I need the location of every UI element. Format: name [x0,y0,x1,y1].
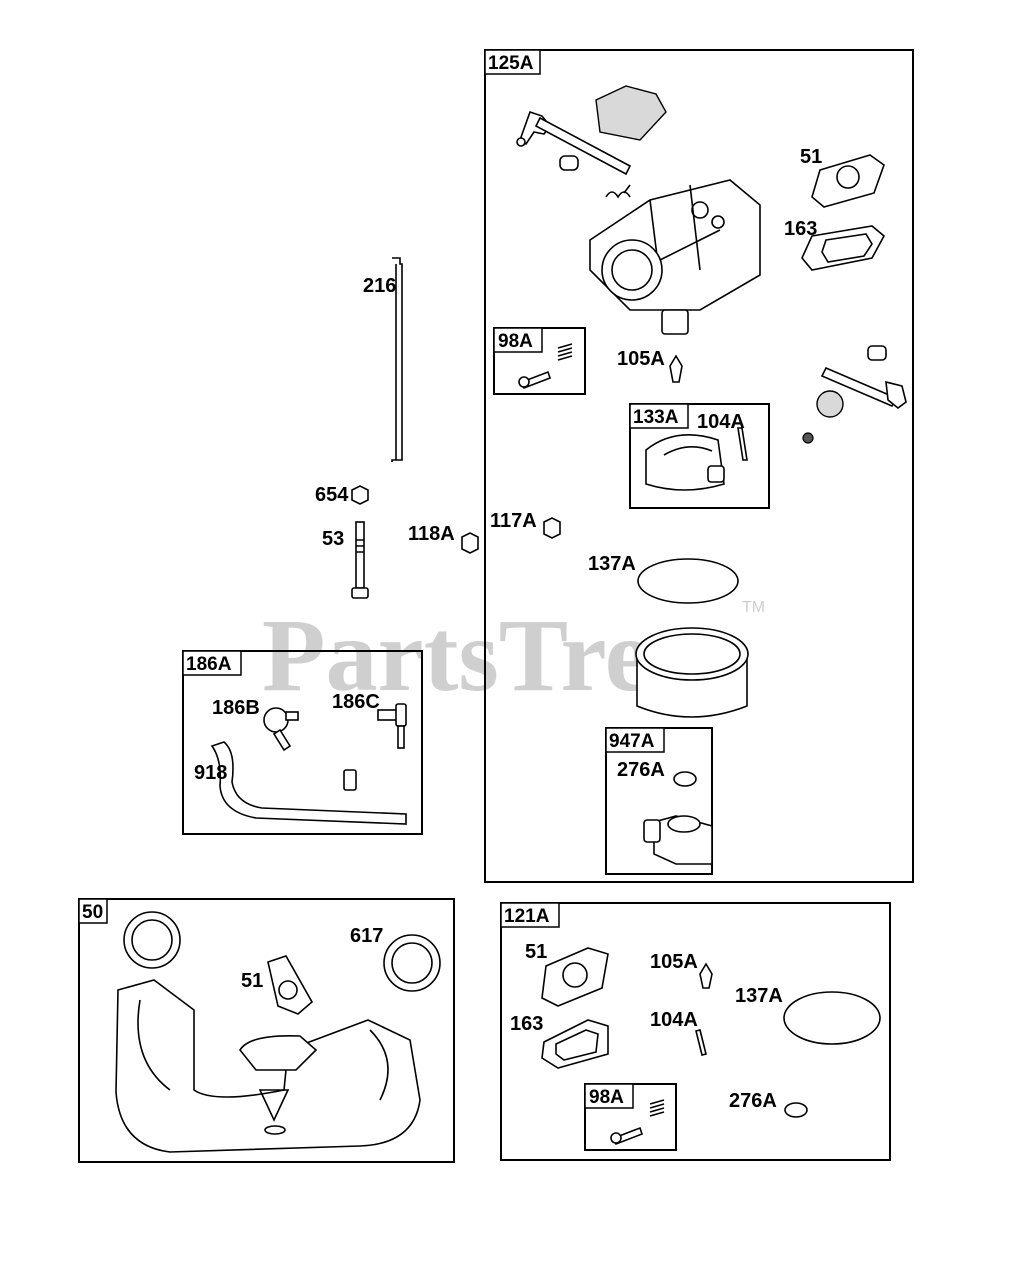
part-fitting-186C[interactable] [377,703,407,749]
part-solenoid-947A[interactable] [643,815,713,865]
label-186C: 186C [332,691,380,713]
label-118A: 118A [408,523,455,545]
label-137A-top: 137A [588,553,636,575]
box-98A-bottom[interactable]: 98A [584,1083,677,1151]
box-50[interactable]: 50 [78,898,455,1163]
part-spring-98A-bottom[interactable] [649,1099,665,1117]
box-125A[interactable]: 125A [484,49,914,883]
part-bushing-top[interactable] [559,155,579,171]
label-105A-bottom: 105A [650,951,698,973]
label-53: 53 [322,528,344,550]
part-stud-53[interactable] [351,521,369,599]
part-gasket-617-left[interactable] [123,911,181,969]
box-label-121A: 121A [504,906,550,927]
part-oring-137A-bottom[interactable] [783,991,881,1045]
box-121A[interactable]: 121A [500,902,891,1161]
part-fitting-186B[interactable] [263,707,299,752]
part-gasket-163-bottom[interactable] [541,1019,609,1069]
part-washer-276A-bottom[interactable] [784,1102,808,1118]
box-133A[interactable]: 133A [629,403,770,509]
label-104A-top: 104A [697,411,745,433]
box-label-50: 50 [82,902,103,923]
part-screw-98A-bottom[interactable] [610,1126,644,1146]
label-117A: 117A [490,510,537,532]
part-float-bowl[interactable] [635,627,749,718]
label-216: 216 [363,275,396,297]
label-654: 654 [315,484,349,506]
label-137A-bottom: 137A [735,985,783,1007]
part-gasket-51-mid[interactable] [267,955,314,1015]
box-label-98A-bottom: 98A [589,1087,624,1108]
box-947A[interactable]: 947A [605,727,713,875]
part-choke-shaft[interactable] [820,345,907,410]
part-carburetor-body[interactable] [589,179,761,335]
watermark-tm: TM [742,599,765,616]
label-51-bottom: 51 [525,941,547,963]
label-276A-bottom: 276A [729,1090,777,1112]
watermark: PartsTree [262,598,697,713]
part-throttle-shaft[interactable] [516,110,632,176]
box-label-186A: 186A [186,654,232,675]
part-pin-104A-top[interactable] [737,427,748,461]
part-gasket-617-right[interactable] [383,934,441,992]
label-918: 918 [194,762,227,784]
label-51-mid: 51 [241,970,263,992]
label-186B: 186B [212,697,260,719]
part-needle-105A-top[interactable] [669,354,683,383]
part-gasket-51-top[interactable] [811,154,885,208]
part-choke-plate[interactable] [816,390,844,418]
box-label-125A: 125A [488,53,534,74]
part-spring[interactable] [605,184,631,199]
box-98A-top[interactable]: 98A [493,327,586,395]
label-163-bottom: 163 [510,1013,543,1035]
part-gasket-163-top[interactable] [801,225,886,271]
part-throttle-plate[interactable] [595,85,667,141]
label-51-top: 51 [800,146,822,168]
box-label-133A: 133A [633,407,679,428]
part-screw-98A-top[interactable] [518,370,552,390]
part-nut-654[interactable] [351,485,369,505]
part-washer-276A-top[interactable] [673,771,697,787]
box-label-98A-top: 98A [498,331,533,352]
label-105A-top: 105A [617,348,665,370]
part-pin-104A-bottom[interactable] [695,1029,707,1056]
label-163-top: 163 [784,218,817,240]
part-jet-118A[interactable] [461,532,479,554]
box-186A[interactable]: 186A [182,650,423,835]
part-oring-137A-top[interactable] [637,558,739,604]
label-276A-top: 276A [617,759,665,781]
label-617: 617 [350,925,383,947]
part-choke-screw[interactable] [802,432,814,444]
part-needle-105A-bottom[interactable] [699,962,713,989]
part-clamp[interactable] [343,769,357,791]
box-label-947A: 947A [609,731,655,752]
part-gasket-51-bottom[interactable] [541,947,609,1007]
label-104A-bottom: 104A [650,1009,698,1031]
part-fuel-line-918[interactable] [210,741,407,825]
part-intake-manifold[interactable] [115,979,421,1153]
part-jet-117A[interactable] [543,517,561,539]
part-float-133A[interactable] [645,434,725,491]
part-governor-link-216[interactable] [391,257,403,462]
part-spring-98A-top[interactable] [557,343,573,361]
